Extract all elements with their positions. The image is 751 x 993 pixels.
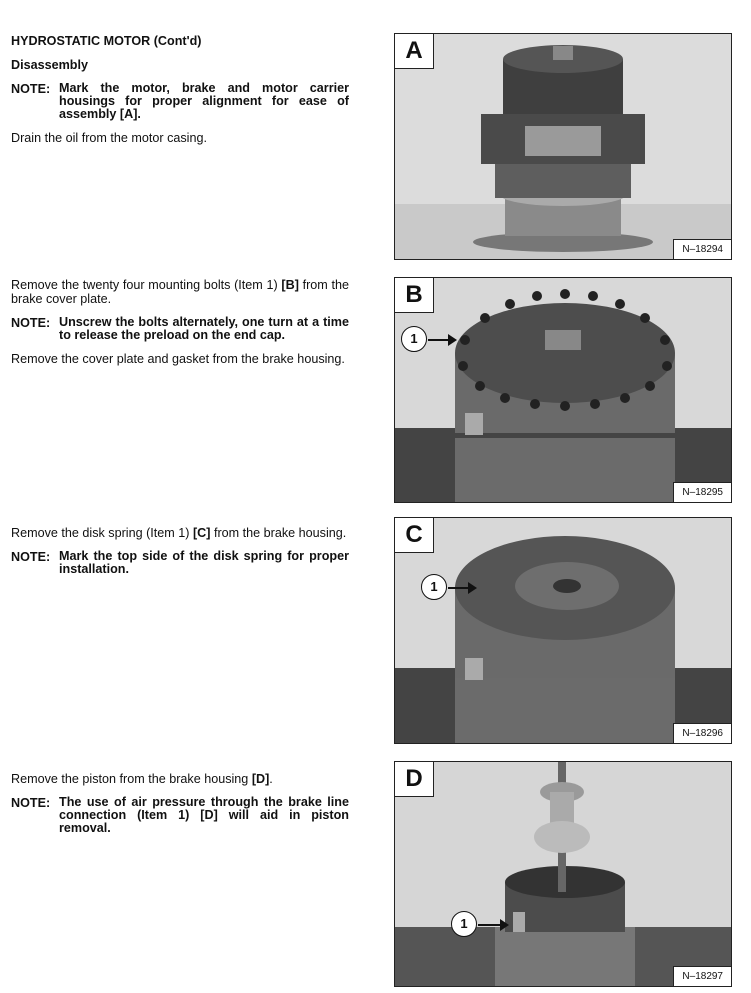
figure-b: B 1 N–18295 [394, 277, 732, 503]
figure-letter: C [395, 518, 434, 553]
figure-code: N–18294 [673, 239, 731, 259]
section-3-text: Remove the disk spring (Item 1) [C] from… [11, 526, 349, 586]
figure-letter: B [395, 278, 434, 313]
note-text: Mark the motor, brake and motor carrier … [59, 81, 349, 121]
figure-letter: D [395, 762, 434, 797]
instruction-remove-spring: Remove the disk spring (Item 1) [C] from… [11, 526, 347, 540]
note-text: Unscrew the bolts alternately, one turn … [59, 315, 349, 342]
note-label: NOTE: [11, 82, 51, 96]
motor-assembly-photo [395, 34, 731, 259]
note-label: NOTE: [11, 796, 51, 810]
callout-arrow [428, 334, 457, 346]
instruction-remove-cover: Remove the cover plate and gasket from t… [11, 352, 345, 366]
note-c: NOTE: Mark the top side of the disk spri… [11, 550, 349, 576]
page-title: HYDROSTATIC MOTOR (Cont'd) [11, 34, 202, 48]
note-d: NOTE: The use of air pressure through th… [11, 796, 349, 835]
brake-cover-photo [395, 278, 731, 502]
callout-arrow [478, 919, 509, 931]
callout-item-1: 1 [451, 911, 477, 937]
section-subtitle: Disassembly [11, 58, 89, 72]
figure-code: N–18295 [673, 482, 731, 502]
note-label: NOTE: [11, 550, 51, 564]
figure-a: A N–18294 [394, 33, 732, 260]
piston-removal-photo [395, 762, 731, 986]
note-b: NOTE: Unscrew the bolts alternately, one… [11, 316, 349, 342]
note-a: NOTE: Mark the motor, brake and motor ca… [11, 82, 349, 121]
callout-item-1: 1 [421, 574, 447, 600]
note-label: NOTE: [11, 316, 51, 330]
figure-code: N–18296 [673, 723, 731, 743]
callout-arrow [448, 582, 477, 594]
note-text: The use of air pressure through the brak… [59, 795, 349, 835]
instruction-remove-bolts: Remove the twenty four mounting bolts (I… [11, 278, 349, 306]
figure-d: D 1 N–18297 [394, 761, 732, 987]
figure-c: C 1 N–18296 [394, 517, 732, 744]
instruction-remove-piston: Remove the piston from the brake housing… [11, 772, 273, 786]
section-1-text: HYDROSTATIC MOTOR (Cont'd) Disassembly N… [11, 34, 349, 155]
note-text: Mark the top side of the disk spring for… [59, 549, 349, 576]
section-4-text: Remove the piston from the brake housing… [11, 772, 349, 845]
figure-code: N–18297 [673, 966, 731, 986]
section-2-text: Remove the twenty four mounting bolts (I… [11, 278, 349, 376]
figure-letter: A [395, 34, 434, 69]
callout-item-1: 1 [401, 326, 427, 352]
disk-spring-photo [395, 518, 731, 743]
instruction-drain-oil: Drain the oil from the motor casing. [11, 131, 207, 145]
